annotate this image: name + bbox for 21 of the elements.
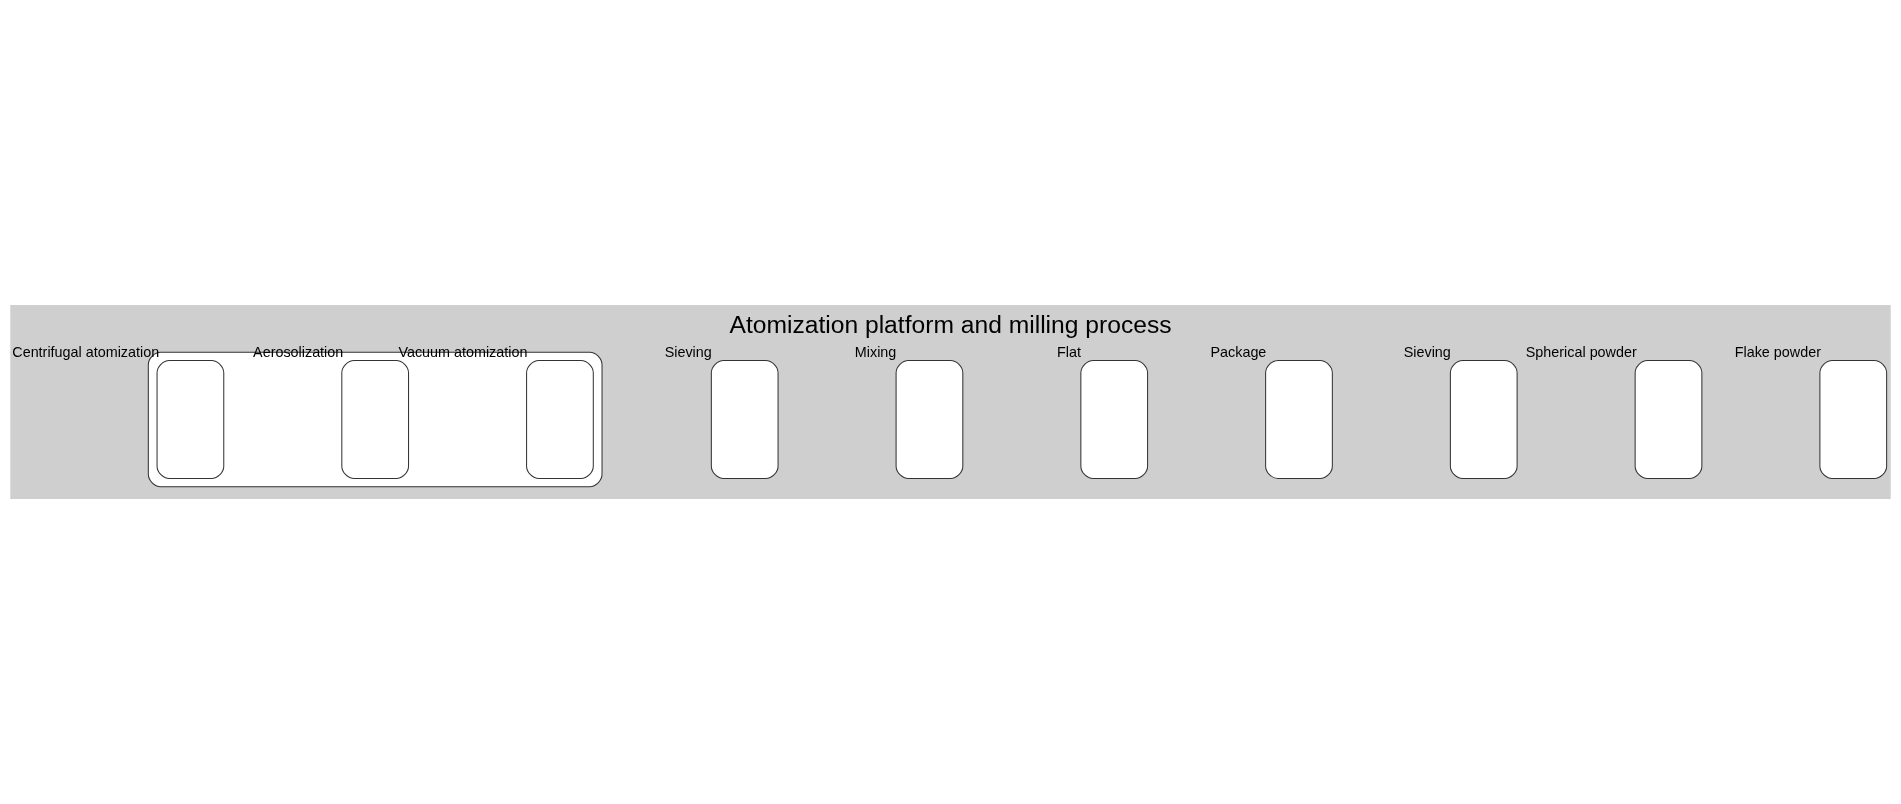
node-box: [341, 359, 410, 479]
diagram-title: Atomization platform and milling process: [729, 310, 1172, 338]
node-box: [710, 359, 779, 479]
node-box: [895, 359, 964, 479]
node-box: [1265, 359, 1333, 479]
node-box: [1080, 359, 1149, 479]
node-label: Spherical powder: [1525, 343, 1637, 360]
node-label: Centrifugal atomization: [12, 343, 160, 360]
node-label: Sieving: [664, 343, 712, 360]
node-box: [1634, 359, 1703, 479]
node-box: [1819, 359, 1888, 479]
node-label: Flake powder: [1734, 343, 1821, 360]
node-box: [156, 359, 225, 479]
node-box: [526, 359, 594, 479]
node-label: Vacuum atomization: [398, 343, 528, 360]
node-box: [1449, 359, 1518, 479]
node-label: Mixing: [854, 343, 897, 360]
node-label: Flat: [1057, 343, 1082, 360]
node-label: Aerosolization: [253, 343, 344, 360]
node-label: Sieving: [1403, 343, 1451, 360]
node-label: Package: [1210, 343, 1267, 360]
